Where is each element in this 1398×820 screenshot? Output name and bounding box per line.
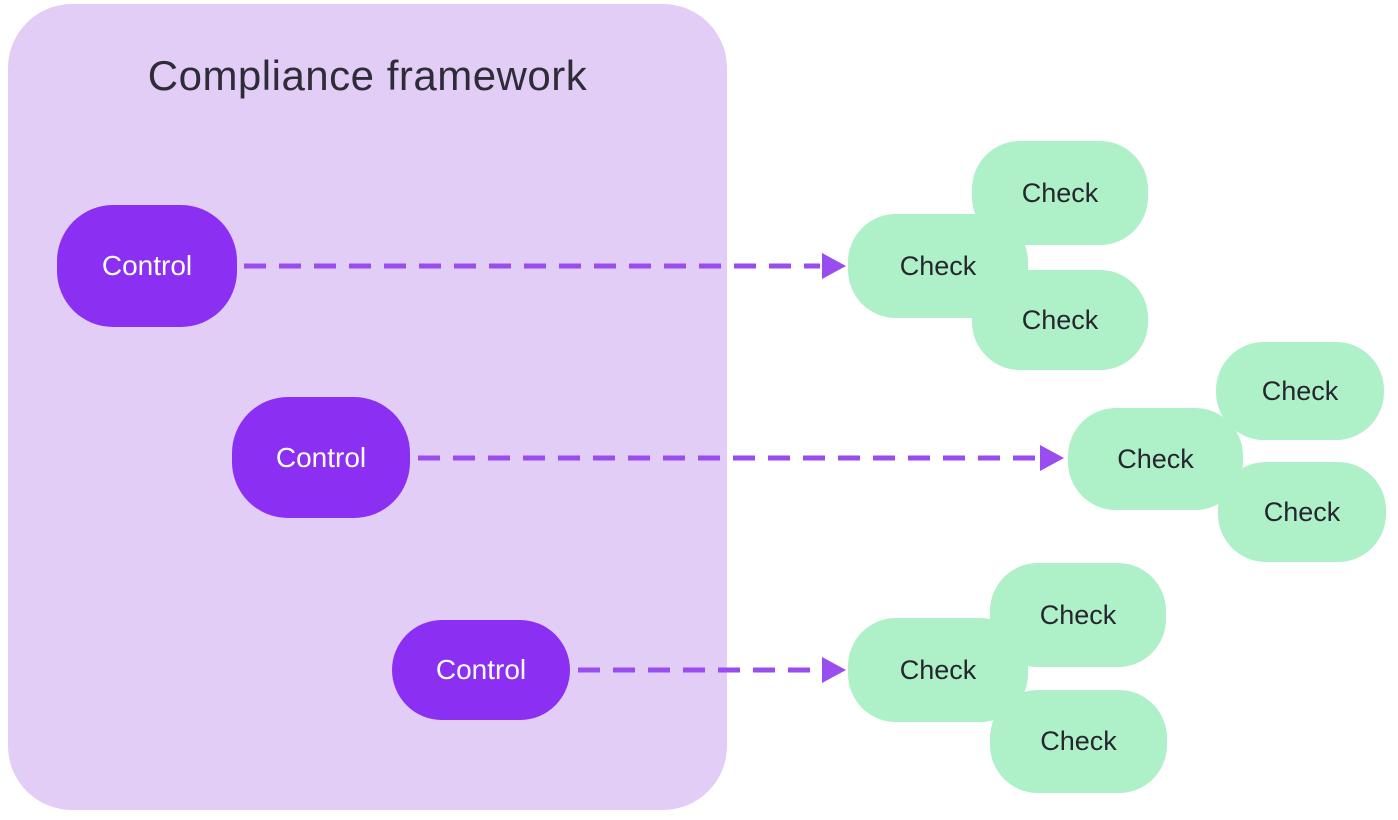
check-node-group1-top: Check — [972, 141, 1148, 245]
framework-title: Compliance framework — [147, 52, 588, 99]
check-node-group1-left-label: Check — [899, 250, 977, 281]
check-node-group2-bottom-label: Check — [1263, 496, 1341, 527]
check-node-group3-bottom: Check — [990, 690, 1167, 793]
check-node-group2-bottom: Check — [1218, 462, 1386, 562]
control-node-1: Control — [57, 205, 237, 327]
control-node-3: Control — [392, 620, 570, 720]
control-node-2-label: Control — [275, 441, 367, 473]
control-node-3-label: Control — [435, 654, 527, 685]
check-node-group3-top: Check — [990, 563, 1166, 667]
check-node-group2-left: Check — [1068, 408, 1243, 510]
control-node-2: Control — [232, 397, 410, 518]
check-node-group2-top-label: Check — [1261, 375, 1339, 406]
check-node-group3-bottom-label: Check — [1040, 726, 1117, 756]
check-node-group2-left-label: Check — [1117, 443, 1194, 474]
check-node-group3-top-label: Check — [1039, 599, 1117, 630]
check-node-group2-top: Check — [1216, 342, 1384, 440]
check-node-group1-top-label: Check — [1021, 177, 1099, 208]
control-node-1-label: Control — [101, 250, 193, 281]
check-node-group1-bottom: Check — [972, 270, 1148, 370]
check-node-group1-bottom-label: Check — [1021, 304, 1099, 335]
check-node-group3-left-label: Check — [899, 654, 977, 685]
